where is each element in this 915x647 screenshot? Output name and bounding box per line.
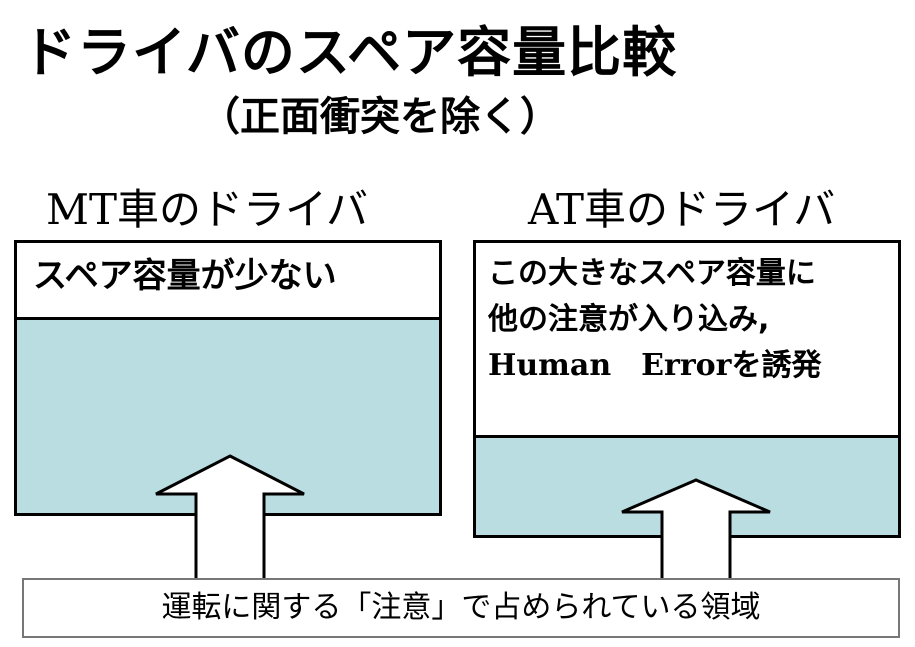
at-up-arrow-icon <box>621 478 771 586</box>
human-error-text: Human Error <box>488 348 732 383</box>
at-text-line-1: この大きなスペア容量に <box>488 256 816 291</box>
induce-text: を誘発 <box>731 348 822 383</box>
page-subtitle: （正面衝突を除く） <box>200 94 560 140</box>
at-text-line-2: 他の注意が入り込み, <box>488 302 770 337</box>
at-driver-label: AT車のドライバ <box>528 185 836 234</box>
mt-driver-label: MT車のドライバ <box>46 185 369 234</box>
at-spare-capacity-text: この大きなスペア容量に 他の注意が入り込み, Human Errorを誘発 <box>488 251 821 389</box>
mt-spare-capacity-text: スペア容量が少ない <box>33 256 337 296</box>
at-text-line-3: Human Errorを誘発 <box>488 343 821 389</box>
mt-up-arrow-icon <box>155 454 305 586</box>
attention-area-legend: 運転に関する「注意」で占められている領域 <box>22 578 900 638</box>
page-title: ドライバのスペア容量比較 <box>22 21 678 84</box>
